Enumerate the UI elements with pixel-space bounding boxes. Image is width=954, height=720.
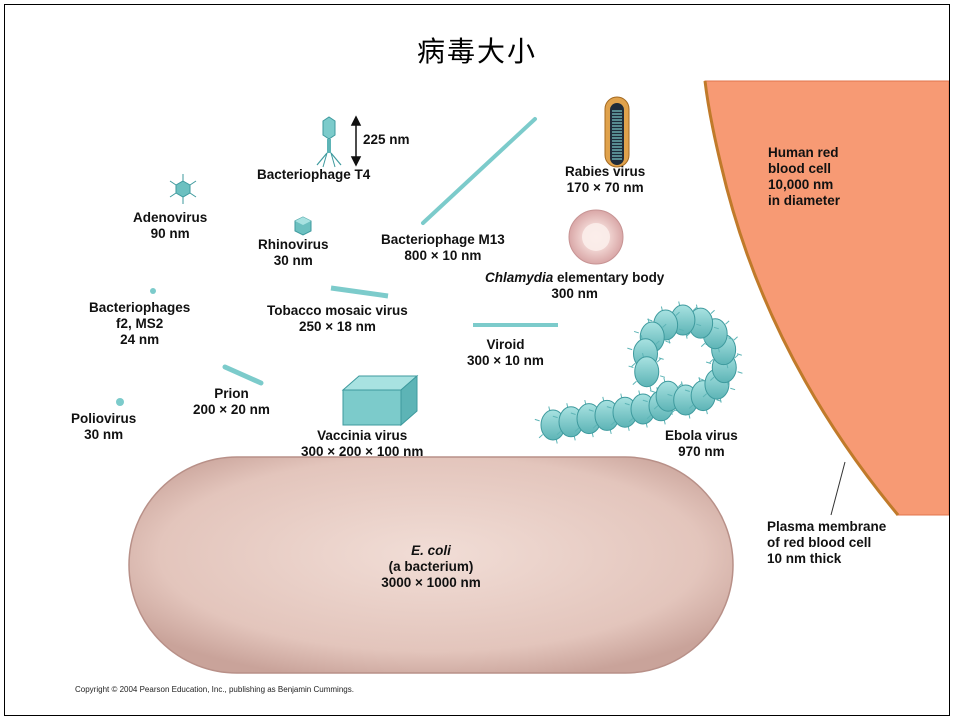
bacteriophage-f2-shape (150, 288, 156, 294)
ebola-spike (701, 343, 705, 346)
adenovirus-size: 90 nm (133, 226, 207, 242)
ebola-spike (660, 376, 665, 377)
vaccinia-size: 300 × 200 × 100 nm (301, 444, 423, 460)
ecoli-line2: (a bacterium) (355, 559, 507, 575)
chlamydia-name-italic: Chlamydia (485, 270, 553, 285)
vaccinia-name: Vaccinia virus (301, 428, 423, 444)
slide-frame: 病毒大小 (4, 4, 950, 716)
label-bacteriophage-t4: Bacteriophage T4 (257, 167, 370, 183)
ebola-name: Ebola virus (665, 428, 738, 444)
viroid-name: Viroid (467, 337, 544, 353)
ebola-spike (730, 388, 735, 389)
ebola-spike (738, 372, 743, 373)
ebola-spike (634, 331, 639, 332)
poliovirus-shape (116, 398, 124, 406)
membrane-line3: 10 nm thick (767, 551, 886, 567)
label-rabies: Rabies virus 170 × 70 nm (565, 164, 645, 196)
membrane-pointer-line (831, 462, 845, 515)
label-adenovirus: Adenovirus 90 nm (133, 210, 207, 242)
adenovirus-shape (170, 174, 196, 204)
tobacco-name: Tobacco mosaic virus (267, 303, 408, 319)
ebola-spike (657, 359, 661, 362)
chlamydia-name-rest: elementary body (553, 270, 664, 285)
rbc-line3: 10,000 nm (768, 177, 840, 193)
ebola-spike (711, 310, 715, 313)
label-red-blood-cell: Human red blood cell 10,000 nm in diamet… (768, 145, 840, 209)
label-rhinovirus: Rhinovirus 30 nm (258, 237, 329, 269)
rhinovirus-name: Rhinovirus (258, 237, 329, 253)
ebola-spike (650, 391, 655, 392)
prion-shape (225, 367, 261, 383)
rbc-line4: in diameter (768, 193, 840, 209)
bacteriophages-f2-name: Bacteriophages (89, 300, 190, 316)
ebola-spike (725, 321, 729, 324)
label-viroid: Viroid 300 × 10 nm (467, 337, 544, 369)
rabies-name: Rabies virus (565, 164, 645, 180)
tobacco-mosaic-virus-shape (331, 288, 388, 296)
poliovirus-name: Poliovirus (71, 411, 136, 427)
ebola-spike (632, 363, 636, 366)
bacteriophages-f2-size: 24 nm (89, 332, 190, 348)
bacteriophage-t4-shape (317, 117, 341, 167)
adenovirus-name: Adenovirus (133, 210, 207, 226)
tobacco-size: 250 × 18 nm (267, 319, 408, 335)
prion-name: Prion (193, 386, 270, 402)
ebola-spike (627, 348, 632, 349)
ebola-spike (633, 381, 637, 384)
membrane-line2: of red blood cell (767, 535, 886, 551)
label-t4-size: 225 nm (363, 132, 410, 148)
t4-scale-arrow (352, 117, 360, 165)
ebola-spike (535, 419, 540, 420)
label-ecoli: E. coli (a bacterium) 3000 × 1000 nm (355, 543, 507, 591)
bacteriophage-m13-name: Bacteriophage M13 (381, 232, 505, 248)
ecoli-name: E. coli (355, 543, 507, 559)
label-ebola: Ebola virus 970 nm (665, 428, 738, 460)
ebola-segment (635, 357, 659, 387)
rabies-virus-shape (605, 97, 629, 167)
membrane-line1: Plasma membrane (767, 519, 886, 535)
copyright-text: Copyright © 2004 Pearson Education, Inc.… (75, 685, 354, 694)
bacteriophages-f2-name2: f2, MS2 (89, 316, 190, 332)
rhinovirus-shape (295, 217, 311, 235)
prion-size: 200 × 20 nm (193, 402, 270, 418)
rabies-size: 170 × 70 nm (565, 180, 645, 196)
bacteriophage-m13-size: 800 × 10 nm (381, 248, 505, 264)
bacteriophage-m13-shape (423, 119, 535, 223)
label-tobacco-mosaic: Tobacco mosaic virus 250 × 18 nm (267, 303, 408, 335)
label-chlamydia: Chlamydia elementary body 300 nm (485, 270, 664, 302)
chlamydia-size: 300 nm (485, 286, 664, 302)
ebola-virus-shape (535, 302, 743, 444)
label-prion: Prion 200 × 20 nm (193, 386, 270, 418)
label-plasma-membrane: Plasma membrane of red blood cell 10 nm … (767, 519, 886, 567)
ebola-spike (734, 337, 738, 340)
viroid-size: 300 × 10 nm (467, 353, 544, 369)
label-vaccinia: Vaccinia virus 300 × 200 × 100 nm (301, 428, 423, 460)
ebola-size: 970 nm (665, 444, 738, 460)
rbc-line2: blood cell (768, 161, 840, 177)
ebola-spike (539, 435, 543, 438)
ecoli-size: 3000 × 1000 nm (355, 575, 507, 591)
rhinovirus-size: 30 nm (258, 253, 329, 269)
label-bacteriophages-f2: Bacteriophages f2, MS2 24 nm (89, 300, 190, 348)
label-bacteriophage-m13: Bacteriophage M13 800 × 10 nm (381, 232, 505, 264)
rbc-line1: Human red (768, 145, 840, 161)
label-poliovirus: Poliovirus 30 nm (71, 411, 136, 443)
poliovirus-size: 30 nm (71, 427, 136, 443)
vaccinia-virus-shape (343, 376, 417, 425)
